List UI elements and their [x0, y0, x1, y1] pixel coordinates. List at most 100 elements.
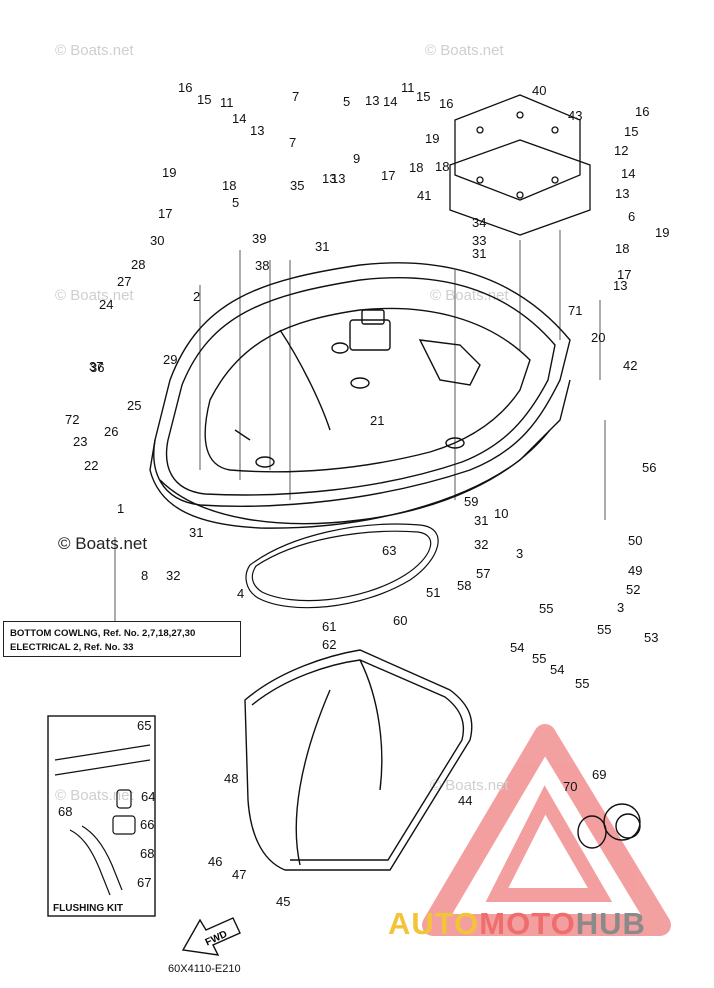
callout-number: 44 — [458, 793, 472, 808]
callout-number: 55 — [539, 601, 553, 616]
callout-number: 24 — [99, 297, 113, 312]
callout-number: 13 — [331, 171, 345, 186]
callout-number: 27 — [117, 274, 131, 289]
callout-number: 38 — [255, 258, 269, 273]
callout-number: 20 — [591, 330, 605, 345]
callout-number: 41 — [417, 188, 431, 203]
callout-number: 55 — [597, 622, 611, 637]
callout-number: 11 — [401, 80, 415, 95]
callout-number: 42 — [623, 358, 637, 373]
flushing-kit-label: FLUSHING KIT — [53, 903, 123, 914]
callout-number: 16 — [439, 96, 453, 111]
callout-number: 6 — [628, 209, 635, 224]
callout-number: 67 — [137, 875, 151, 890]
callout-number: 63 — [382, 543, 396, 558]
callout-number: 18 — [409, 160, 423, 175]
callout-number: 31 — [189, 525, 203, 540]
callout-number: 26 — [104, 424, 118, 439]
callout-number: 54 — [550, 662, 564, 677]
note-line: ELECTRICAL 2, Ref. No. 33 — [10, 642, 134, 653]
callout-number: 3 — [516, 546, 523, 561]
brand-logo: AUTOMOTOHUB — [388, 906, 646, 942]
callout-number: 57 — [476, 566, 490, 581]
callout-number: 1 — [117, 501, 124, 516]
flushing-kit-parts — [54, 744, 151, 896]
drawing-code: 60X4110-E210 — [168, 963, 241, 975]
note-line: BOTTOM COWLNG, Ref. No. 2,7,18,27,30 — [10, 628, 196, 639]
gasket-ring — [245, 523, 439, 609]
callout-number: 3 — [617, 600, 624, 615]
watermark: © Boats.net — [55, 42, 134, 59]
callout-number: 54 — [510, 640, 524, 655]
callout-number: 17 — [381, 168, 395, 183]
callout-number: 52 — [626, 582, 640, 597]
callout-number: 28 — [131, 257, 145, 272]
callout-number: 51 — [426, 585, 440, 600]
callout-number: 45 — [276, 894, 290, 909]
callout-number: 13 — [365, 93, 379, 108]
callout-number: 30 — [150, 233, 164, 248]
callout-number: 68 — [140, 846, 154, 861]
callout-number: 2 — [193, 289, 200, 304]
callout-number: 50 — [628, 533, 642, 548]
callout-number: 14 — [383, 94, 397, 109]
flushing-kit-box — [47, 715, 156, 917]
callout-number: 32 — [474, 537, 488, 552]
callout-number: 43 — [568, 108, 582, 123]
note-box: BOTTOM COWLNG, Ref. No. 2,7,18,27,30 ELE… — [3, 621, 241, 657]
hose-clamp — [577, 803, 641, 849]
callout-number: 15 — [197, 92, 211, 107]
callout-number: 72 — [65, 412, 79, 427]
callout-number: 18 — [435, 159, 449, 174]
brand-part: HUB — [575, 906, 646, 941]
callout-number: 13 — [613, 278, 627, 293]
callout-number: 21 — [370, 413, 384, 428]
callout-number: 23 — [73, 434, 87, 449]
callout-number: 55 — [532, 651, 546, 666]
callout-number: 14 — [621, 166, 635, 181]
brand-part: MOTO — [479, 906, 576, 941]
callout-number: 18 — [222, 178, 236, 193]
callout-number: 56 — [642, 460, 656, 475]
callout-number: 32 — [166, 568, 180, 583]
callout-number: 17 — [617, 267, 631, 282]
watermark-dark: © Boats.net — [58, 534, 147, 553]
callout-number: 18 — [615, 241, 629, 256]
callout-number: 65 — [137, 718, 151, 733]
lower-cowling — [244, 649, 473, 871]
callout-number: 55 — [575, 676, 589, 691]
callout-number: 48 — [224, 771, 238, 786]
callout-number: 25 — [127, 398, 141, 413]
svg-text:FWD: FWD — [204, 929, 229, 949]
callout-number: 13 — [250, 123, 264, 138]
callout-number: 62 — [322, 637, 336, 652]
watermark: © Boats.net — [430, 777, 509, 794]
callout-number: 13 — [615, 186, 629, 201]
callout-number: 69 — [592, 767, 606, 782]
watermark: © Boats.net — [425, 42, 504, 59]
callout-number: 33 — [472, 233, 486, 248]
callout-number: 49 — [628, 563, 642, 578]
callout-number: 7 — [292, 89, 299, 104]
callout-number: 9 — [353, 151, 360, 166]
callout-number: 70 — [563, 779, 577, 794]
leader-lines — [114, 230, 606, 621]
callout-number: 40 — [532, 83, 546, 98]
callout-number: 16 — [178, 80, 192, 95]
callout-number: 64 — [141, 789, 155, 804]
callout-number: 58 — [457, 578, 471, 593]
brand-triangle-logo — [422, 724, 671, 936]
callout-number: 31 — [474, 513, 488, 528]
callout-number: 19 — [425, 131, 439, 146]
callout-number: 37 — [89, 359, 103, 374]
watermark: © Boats.net — [430, 287, 509, 304]
callout-number: 7 — [289, 135, 296, 150]
callout-number: 47 — [232, 867, 246, 882]
callout-number: 46 — [208, 854, 222, 869]
watermark: © Boats.net — [55, 787, 134, 804]
callout-number: 35 — [290, 178, 304, 193]
bottom-cowling — [149, 262, 571, 529]
callout-number: 53 — [644, 630, 658, 645]
callout-number: 16 — [635, 104, 649, 119]
